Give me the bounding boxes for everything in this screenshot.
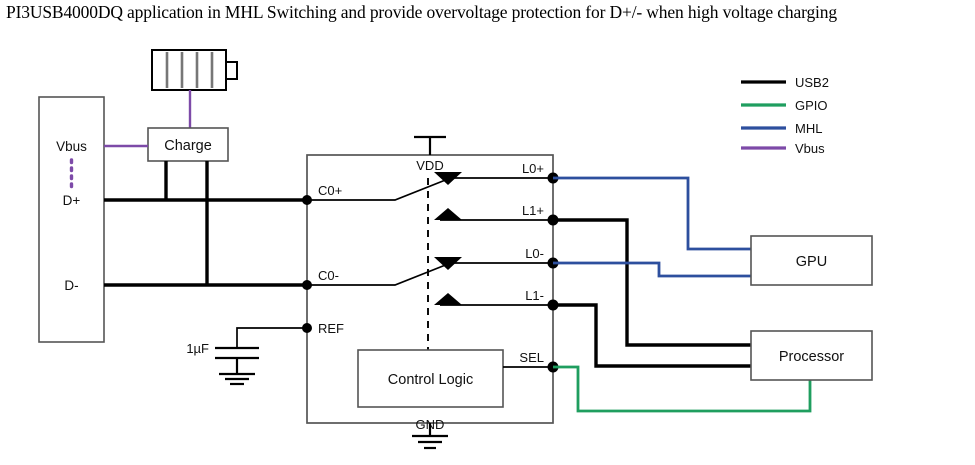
- ic-pin-label-l1minus: L1-: [525, 288, 544, 303]
- control-logic-label: Control Logic: [388, 372, 473, 388]
- ground-symbol-ic: [412, 423, 448, 450]
- connector-pin-label-dplus: D+: [63, 193, 81, 208]
- ic-pin-label-sel: SEL: [519, 350, 544, 365]
- ic-pin-label-c0minus: C0-: [318, 268, 339, 283]
- wire-l1plus-to-processor: [553, 218, 751, 347]
- ic-pin-label-l0minus: L0-: [525, 246, 544, 261]
- processor-block: [750, 330, 873, 381]
- connector-pin-label-dminus: D-: [64, 278, 78, 293]
- processor-block-label: Processor: [779, 349, 844, 365]
- connector-pin-label-vbus: Vbus: [56, 139, 87, 154]
- wire-l0plus-to-gpu: [553, 176, 751, 251]
- capacitor-value-label: 1µF: [186, 341, 209, 356]
- ground-symbol-capacitor: [219, 372, 255, 386]
- switch-contact-l1plus: [434, 208, 462, 220]
- switch-arm-c0plus: [307, 178, 449, 201]
- legend-label-usb2: USB2: [795, 75, 829, 90]
- usb-connector-block: [38, 96, 105, 343]
- legend-label-vbus: Vbus: [795, 141, 825, 156]
- battery-symbol: [151, 49, 238, 91]
- wire-ref-to-cap: [236, 327, 307, 347]
- legend-label-mhl: MHL: [795, 121, 822, 136]
- ic-pin-node-ref: [302, 323, 312, 333]
- ic-pin-label-l0plus: L0+: [522, 161, 544, 176]
- legend: USB2 GPIO MHL Vbus: [741, 75, 829, 156]
- wire-l0minus-to-gpu: [553, 261, 751, 278]
- charge-block-label: Charge: [164, 138, 212, 154]
- switch-contact-l1minus: [434, 293, 462, 305]
- legend-label-gpio: GPIO: [795, 98, 828, 113]
- page-title: PI3USB4000DQ application in MHL Switchin…: [6, 2, 837, 22]
- ic-pin-label-vdd: VDD: [416, 158, 443, 173]
- gpu-block: [750, 235, 873, 286]
- charge-block: [147, 127, 229, 162]
- ic-pin-label-c0plus: C0+: [318, 183, 342, 198]
- gpu-block-label: GPU: [796, 254, 827, 270]
- wire-l1minus-to-processor: [553, 303, 751, 368]
- vdd-symbol: [414, 135, 446, 155]
- control-logic-block: [357, 349, 504, 408]
- ic-pin-label-ref: REF: [318, 321, 344, 336]
- switch-arm-c0minus: [307, 263, 449, 286]
- ic-pin-label-l1plus: L1+: [522, 203, 544, 218]
- wire-sel-to-processor: [553, 365, 812, 413]
